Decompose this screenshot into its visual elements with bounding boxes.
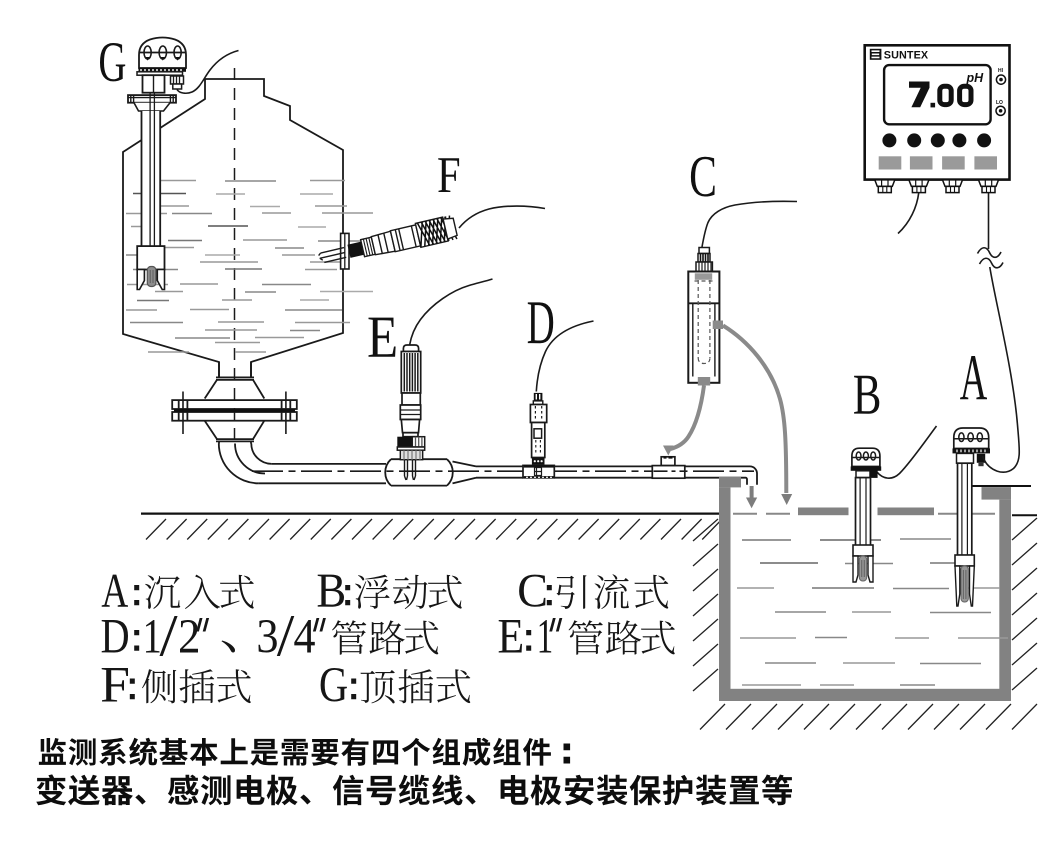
svg-text:HI: HI: [998, 68, 1004, 74]
svg-text:LO: LO: [996, 100, 1003, 106]
svg-text:SUNTEX: SUNTEX: [884, 50, 929, 62]
svg-text:pH: pH: [966, 71, 985, 85]
